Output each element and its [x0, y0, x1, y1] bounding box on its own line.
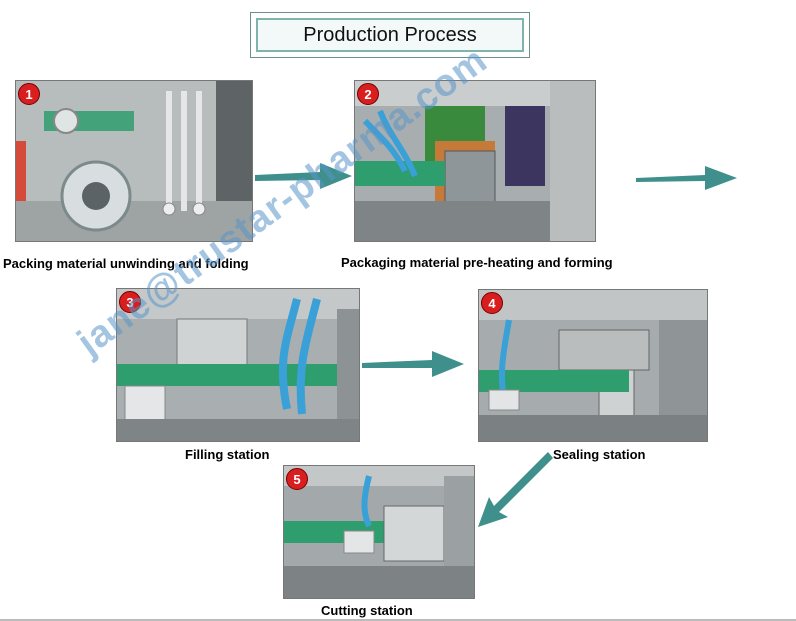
step-3-badge: 3	[119, 291, 141, 313]
step-3-photo: 3	[116, 288, 360, 442]
step-2-badge: 2	[357, 83, 379, 105]
step-1-badge: 1	[18, 83, 40, 105]
step-4-badge: 4	[481, 292, 503, 314]
step-4-photo: 4	[478, 289, 708, 442]
step-2-caption: Packaging material pre-heating and formi…	[341, 255, 613, 270]
step-5-badge: 5	[286, 468, 308, 490]
arrow-4-to-5	[478, 452, 553, 527]
step-1-photo: 1	[15, 80, 253, 242]
step-5-caption: Cutting station	[321, 603, 413, 618]
arrow-2-to-3	[636, 166, 737, 190]
step-4-caption: Sealing station	[553, 447, 646, 462]
bottom-divider	[0, 619, 796, 621]
page-title: Production Process	[256, 18, 524, 52]
step-2-photo: 2	[354, 80, 596, 242]
step-5-photo: 5	[283, 465, 475, 599]
arrow-1-to-2	[255, 163, 352, 189]
step-1-caption: Packing material unwinding and folding	[3, 256, 249, 271]
step-3-caption: Filling station	[185, 447, 270, 462]
arrow-3-to-4	[362, 351, 464, 377]
title-box: Production Process	[250, 12, 530, 58]
